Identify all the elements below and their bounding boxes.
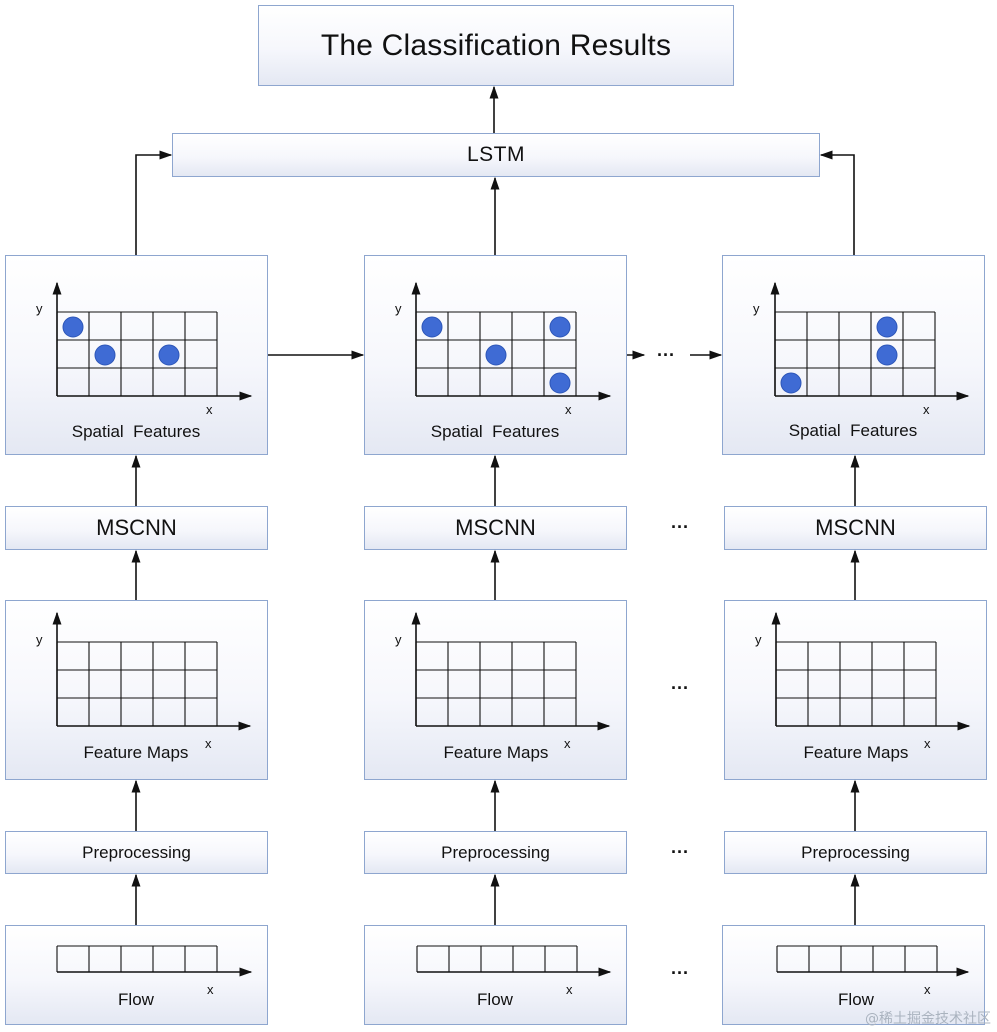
spatial-point-1-2 (94, 344, 116, 366)
feature-x-axis-label-3: x (924, 736, 931, 751)
feature-x-axis-label-1: x (205, 736, 212, 751)
spatial-x-axis-label-1: x (206, 402, 213, 417)
spatial-point-3-1 (876, 316, 898, 338)
flow-panel-2 (364, 925, 627, 1025)
feature-y-axis-label-1: y (36, 632, 43, 647)
mscnn-label-2: MSCNN (455, 515, 536, 540)
preprocessing-box-3: Preprocessing (724, 831, 987, 874)
feature-x-axis-label-2: x (564, 736, 571, 751)
spatial-x-axis-label-2: x (565, 402, 572, 417)
preprocessing-label-1: Preprocessing (82, 842, 191, 862)
flow-label-3: Flow (838, 990, 875, 1009)
flow-label-2: Flow (477, 990, 514, 1009)
connector-arrows (131, 85, 860, 925)
preprocessing-label-2: Preprocessing (441, 842, 550, 862)
mscnn-box-3: MSCNN (724, 506, 987, 550)
feature-y-axis-label-3: y (755, 632, 762, 647)
flow-x-axis-label-3: x (924, 982, 931, 997)
ellipsis-flow-row: ··· (671, 963, 689, 983)
mscnn-label-1: MSCNN (96, 515, 177, 540)
watermark: @稀土掘金技术社区 (865, 1011, 991, 1027)
flow-panel-1 (5, 925, 268, 1025)
lstm-box: LSTM (172, 133, 820, 177)
spatial-features-label-1: Spatial Features (72, 422, 201, 441)
flow-x-axis-label-2: x (566, 982, 573, 997)
feature-maps-panel-3 (724, 600, 987, 780)
spatial-point-2-2 (549, 316, 571, 338)
feature-maps-label-1: Feature Maps (84, 743, 189, 762)
preprocessing-box-2: Preprocessing (364, 831, 627, 874)
ellipsis-feature-row: ··· (671, 678, 689, 698)
mscnn-box-2: MSCNN (364, 506, 627, 550)
ellipsis-pre-row: ··· (671, 842, 689, 862)
flow-panel-3 (722, 925, 985, 1025)
arrow-spatial1-to-lstm (135, 150, 173, 255)
ellipsis-mscnn-row: ··· (671, 517, 689, 537)
classification-results-label: The Classification Results (320, 28, 672, 62)
spatial-point-1-3 (158, 344, 180, 366)
spatial-point-2-4 (549, 372, 571, 394)
spatial-y-axis-label-2: y (395, 301, 402, 316)
lstm-label: LSTM (466, 143, 525, 166)
spatial-features-panel-1 (5, 255, 268, 455)
ellipsis-spatial-row: ··· (657, 345, 675, 365)
feature-maps-label-2: Feature Maps (444, 743, 549, 762)
spatial-features-panel-3 (722, 255, 985, 455)
preprocessing-box-1: Preprocessing (5, 831, 268, 874)
preprocessing-label-3: Preprocessing (801, 842, 910, 862)
spatial-y-axis-label-1: y (36, 301, 43, 316)
flow-label-1: Flow (118, 990, 155, 1009)
classification-results-box: The Classification Results (258, 5, 734, 86)
feature-maps-label-3: Feature Maps (804, 743, 909, 762)
spatial-point-3-2 (876, 344, 898, 366)
arrow-spatial3-to-lstm (819, 150, 855, 255)
feature-maps-panel-2 (364, 600, 627, 780)
spatial-x-axis-label-3: x (923, 402, 930, 417)
feature-y-axis-label-2: y (395, 632, 402, 647)
spatial-point-2-3 (485, 344, 507, 366)
spatial-point-1-1 (62, 316, 84, 338)
mscnn-label-3: MSCNN (815, 515, 896, 540)
spatial-point-2-1 (421, 316, 443, 338)
spatial-y-axis-label-3: y (753, 301, 760, 316)
ellipsis-markers: ··· ··· ··· ··· ··· (657, 345, 689, 983)
spatial-features-label-2: Spatial Features (431, 422, 560, 441)
mscnn-box-1: MSCNN (5, 506, 268, 550)
spatial-features-label-3: Spatial Features (789, 421, 918, 440)
feature-maps-panel-1 (5, 600, 268, 780)
spatial-point-3-3 (780, 372, 802, 394)
flow-x-axis-label-1: x (207, 982, 214, 997)
